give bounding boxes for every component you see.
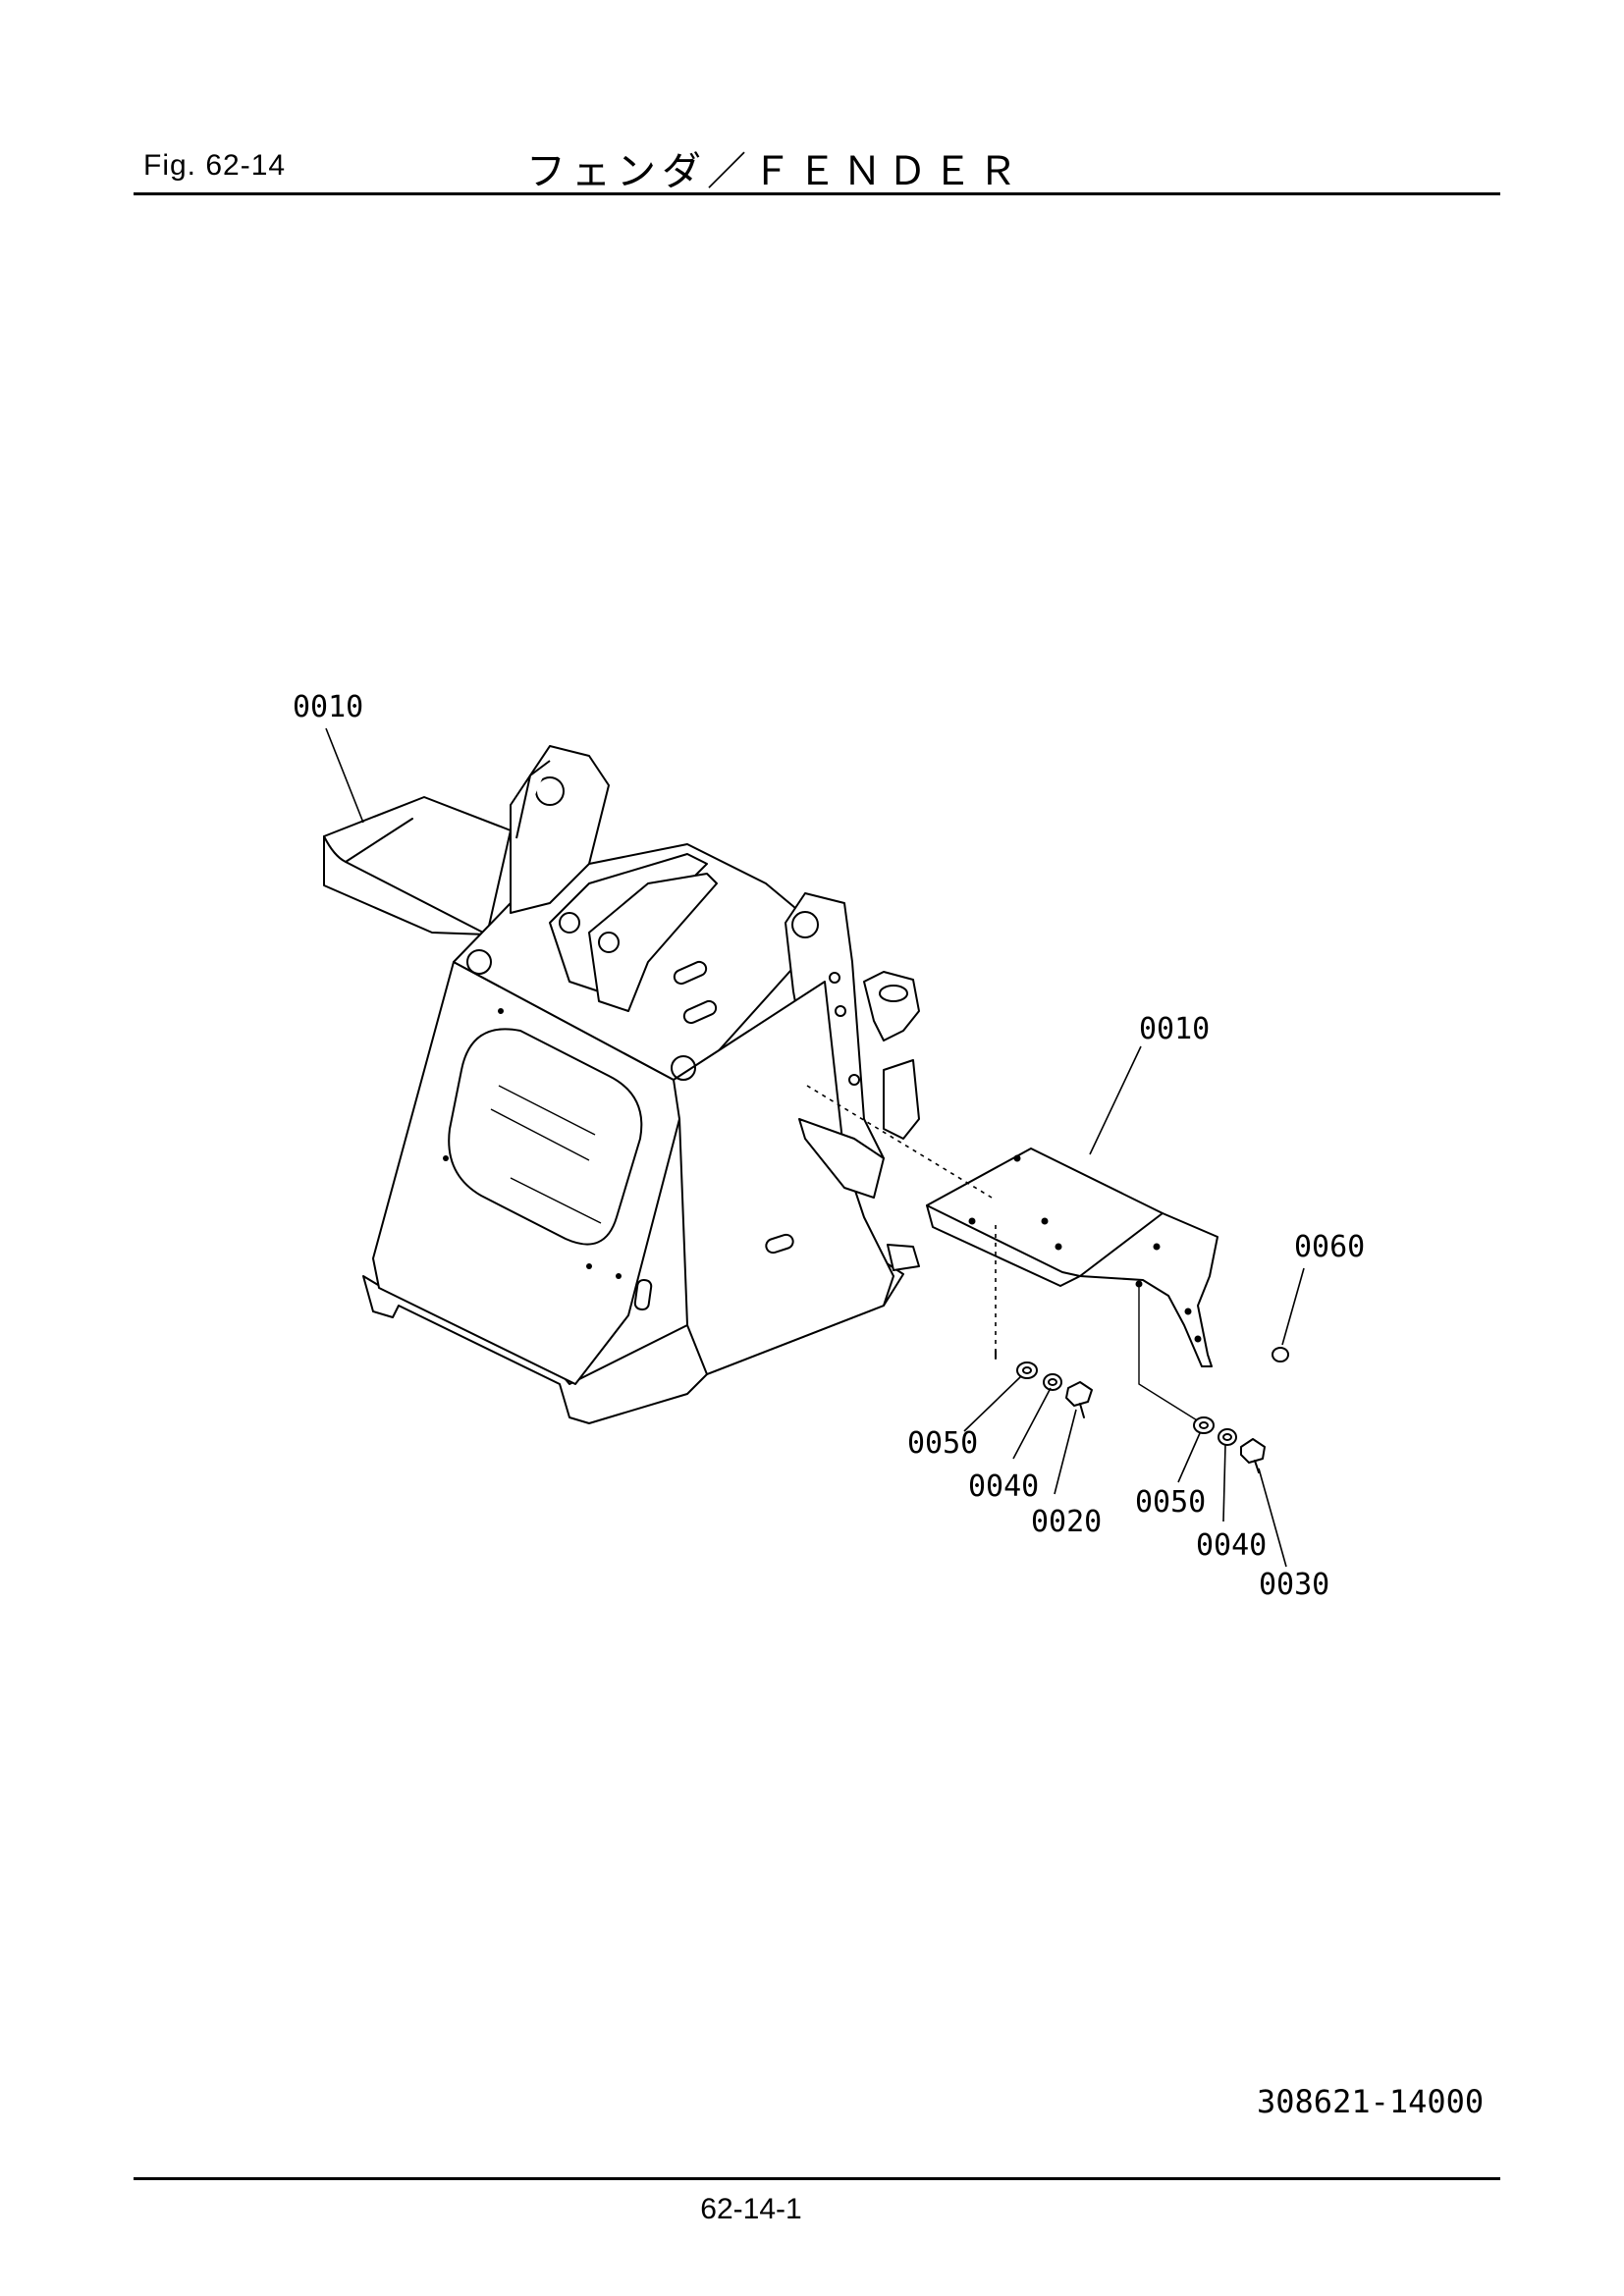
callout-bolt-b: 0030 (1259, 1568, 1329, 1602)
callout-plain-washer-b: 0050 (1135, 1485, 1206, 1520)
callout-plug: 0060 (1294, 1230, 1365, 1264)
footer-rule (134, 2177, 1500, 2180)
page-number: 62-14-1 (700, 2193, 802, 2225)
callout-plain-washer-a: 0050 (907, 1426, 978, 1461)
header-rule (134, 192, 1500, 195)
callout-bolt-a: 0020 (1031, 1505, 1102, 1539)
callout-fender-left: 0010 (293, 690, 363, 724)
page-title: フェンダ／ＦＥＮＤＥＲ (526, 149, 1023, 194)
callout-fender-right: 0010 (1139, 1012, 1210, 1046)
drawing-number: 308621-14000 (1257, 2083, 1485, 2120)
main-frame-part (362, 745, 920, 1424)
callout-lock-washer-a: 0040 (968, 1469, 1039, 1504)
callout-labels: 0010 0010 0060 0050 0040 0020 0050 0040 … (293, 690, 1365, 1602)
callout-lock-washer-b: 0040 (1196, 1528, 1267, 1563)
figure-number: Fig. 62-14 (143, 149, 287, 182)
callout-leaders (325, 727, 1305, 1568)
left-fender-part (323, 796, 512, 935)
hardware-parts (806, 1085, 1289, 1473)
right-fender-part (926, 1148, 1218, 1367)
